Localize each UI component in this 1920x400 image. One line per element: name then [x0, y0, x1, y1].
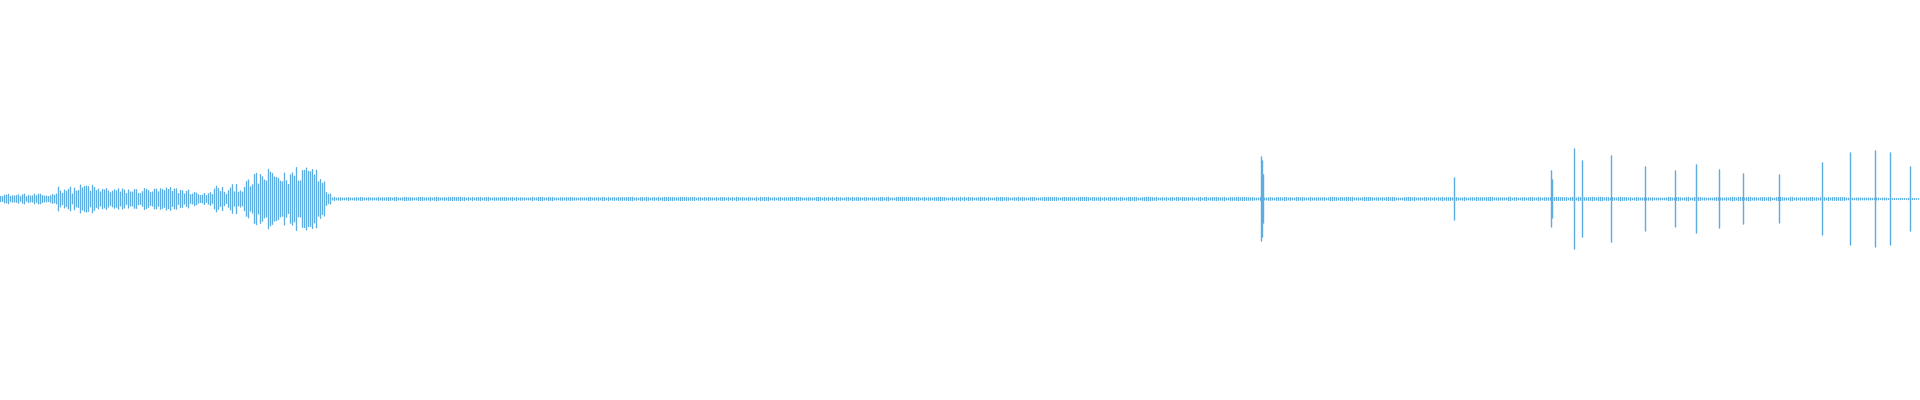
waveform-spikes [1260, 148, 1912, 250]
waveform-bars [0, 166, 1920, 232]
